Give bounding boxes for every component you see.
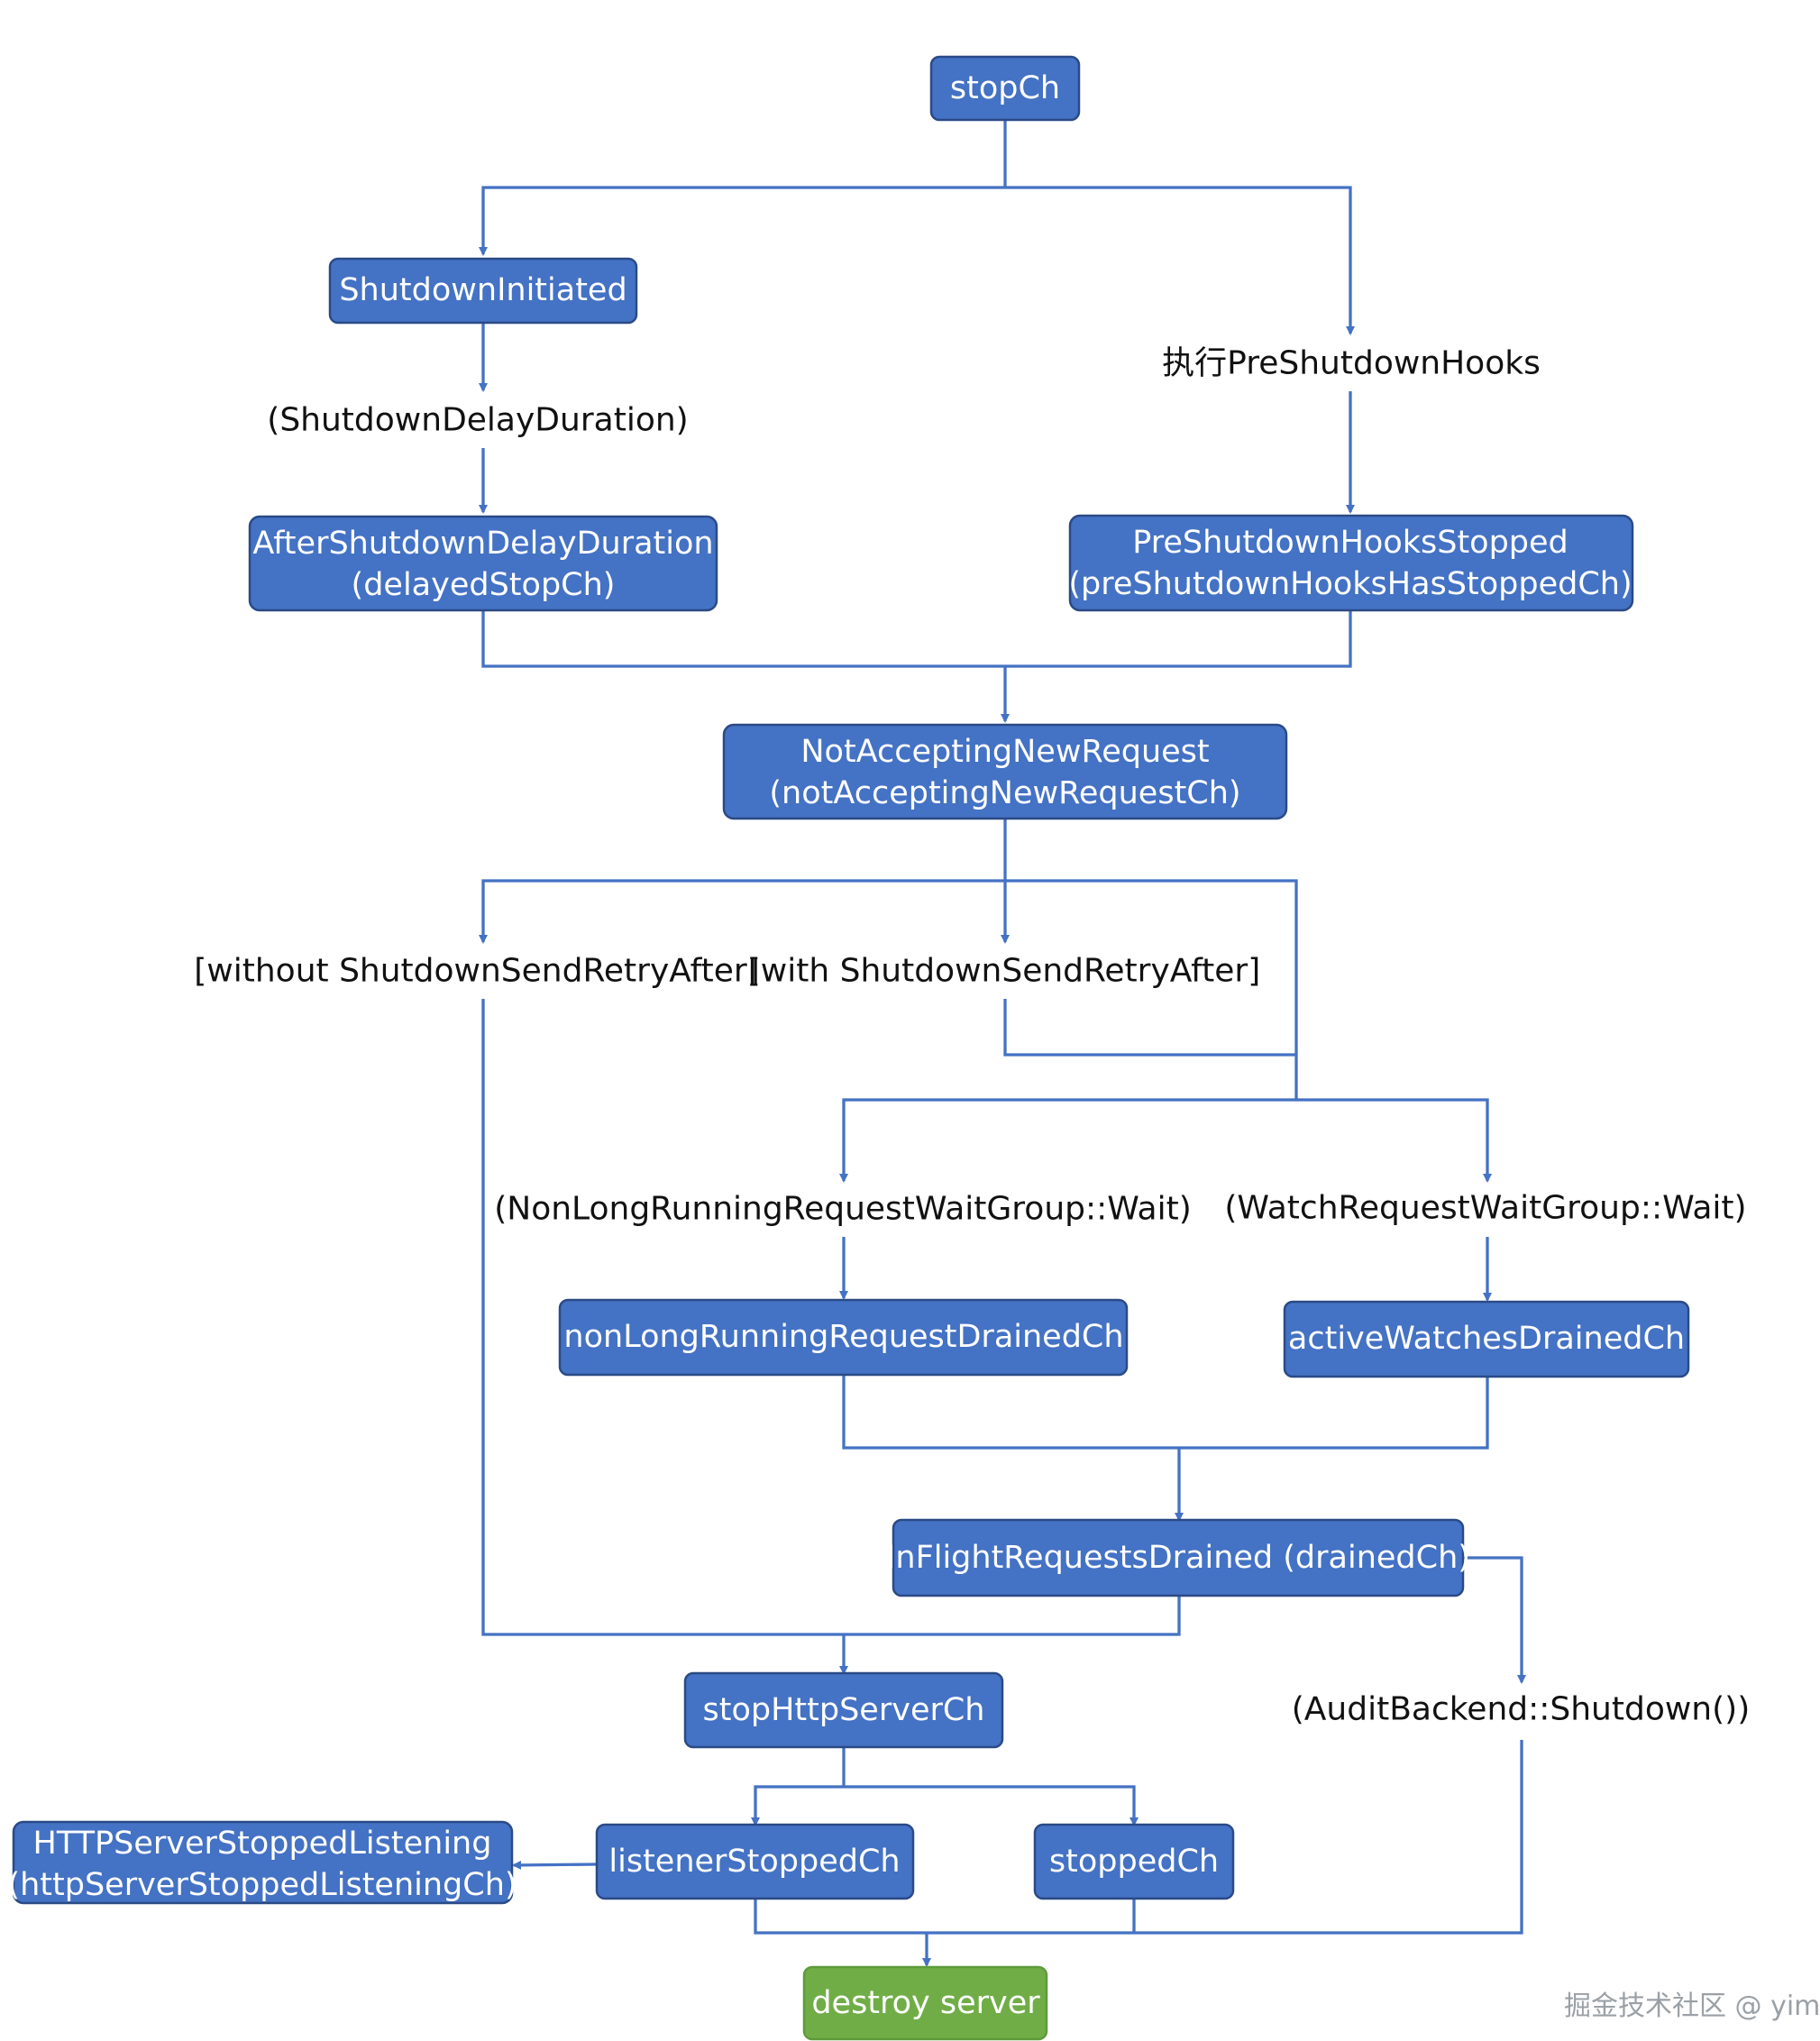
edge-with-to-join [1003, 999, 1296, 1057]
edges [479, 120, 1526, 1967]
node-not-accepting: NotAcceptingNewRequest (notAcceptingNewR… [722, 723, 1288, 820]
label-with-retry-after: [with ShutdownSendRetryAfter] [748, 953, 1261, 990]
edge-listener-to-final [754, 1740, 1523, 1935]
label-shutdown-delay-duration: (ShutdownDelayDuration) [267, 402, 688, 439]
edge-inflight-to-audit [1463, 1556, 1526, 1684]
node-http-server-stopped-line1: HTTPServerStoppedListening [33, 1826, 492, 1862]
node-preshutdown-hooks-stopped-line1: PreShutdownHooksStopped [1132, 525, 1568, 561]
label-preshutdown-hooks: 执行PreShutdownHooks [1162, 345, 1541, 382]
node-after-shutdown-delay-line1: AfterShutdownDelayDuration [252, 526, 713, 562]
edge-stophttp-to-stopped [844, 1785, 1139, 1826]
edge-stopch-to-shutdowninitiated [479, 186, 1005, 256]
edge-drained-merge [842, 1375, 1489, 1450]
label-watch-request-wait: (WatchRequestWaitGroup::Wait) [1224, 1190, 1746, 1227]
node-after-shutdown-delay-line2: (delayedStopCh) [352, 567, 616, 603]
edge-notaccepting-right-branch [1005, 879, 1298, 1100]
node-stopped-label: stoppedCh [1049, 1844, 1219, 1880]
node-stop-http-server-label: stopHttpServerCh [703, 1692, 985, 1728]
label-without-retry-after: [without ShutdownSendRetryAfter] [194, 953, 760, 990]
watermark: 掘金技术社区 @ yimi [1564, 1991, 1820, 2022]
node-http-server-stopped-line2: (httpServerStoppedListeningCh) [7, 1867, 517, 1903]
node-nonlong-drained-label: nonLongRunningRequestDrainedCh [563, 1319, 1123, 1355]
node-active-watches-drained: activeWatchesDrainedCh [1283, 1300, 1690, 1378]
node-not-accepting-line2: (notAcceptingNewRequestCh) [769, 775, 1240, 811]
node-http-server-stopped-listening: HTTPServerStoppedListening (httpServerSt… [7, 1820, 517, 1905]
label-audit-backend-shutdown: (AuditBackend::Shutdown()) [1292, 1691, 1751, 1728]
edge-stopch-to-preshutdownhooks [1005, 186, 1355, 335]
node-active-watches-drained-label: activeWatchesDrainedCh [1288, 1321, 1685, 1357]
node-shutdown-initiated: ShutdownInitiated [328, 257, 638, 325]
edge-notaccepting-to-without [479, 879, 1005, 944]
node-preshutdown-hooks-stopped-line2: (preShutdownHooksHasStoppedCh) [1068, 566, 1632, 602]
edge-listener-to-httpserverstopped [512, 1860, 598, 1870]
edge-without-to-stophttp [481, 999, 1181, 1636]
node-destroy-server-label: destroy server [811, 1985, 1040, 2021]
node-shutdown-initiated-label: ShutdownInitiated [339, 272, 626, 308]
label-nonlong-running-wait: (NonLongRunningRequestWaitGroup::Wait) [494, 1191, 1192, 1228]
edge-join-to-watch-wait [1296, 1098, 1492, 1183]
edge-labels: 执行PreShutdownHooks (ShutdownDelayDuratio… [194, 345, 1750, 1728]
node-stop-http-server: stopHttpServerCh [683, 1671, 1004, 1749]
edge-stophttp-to-listener [751, 1785, 844, 1826]
node-inflight-drained: InFlightRequestsDrained (drainedCh) [886, 1518, 1470, 1597]
node-preshutdown-hooks-stopped: PreShutdownHooksStopped (preShutdownHook… [1068, 514, 1634, 612]
node-not-accepting-line1: NotAcceptingNewRequest [800, 734, 1209, 770]
edge-aftershutdown-merge [481, 610, 1352, 668]
node-listener-stopped: listenerStoppedCh [595, 1823, 915, 1900]
node-inflight-drained-label: InFlightRequestsDrained (drainedCh) [886, 1540, 1470, 1576]
edge-join-to-nonlong-wait [839, 1098, 1296, 1183]
node-listener-stopped-label: listenerStoppedCh [608, 1844, 900, 1880]
node-stopped: stoppedCh [1033, 1823, 1235, 1900]
node-destroy-server: destroy server [802, 1965, 1048, 2041]
node-nonlong-drained: nonLongRunningRequestDrainedCh [558, 1298, 1129, 1377]
node-stopch: stopCh [929, 55, 1081, 122]
node-after-shutdown-delay: AfterShutdownDelayDuration (delayedStopC… [248, 515, 718, 612]
node-stopch-label: stopCh [950, 70, 1060, 106]
